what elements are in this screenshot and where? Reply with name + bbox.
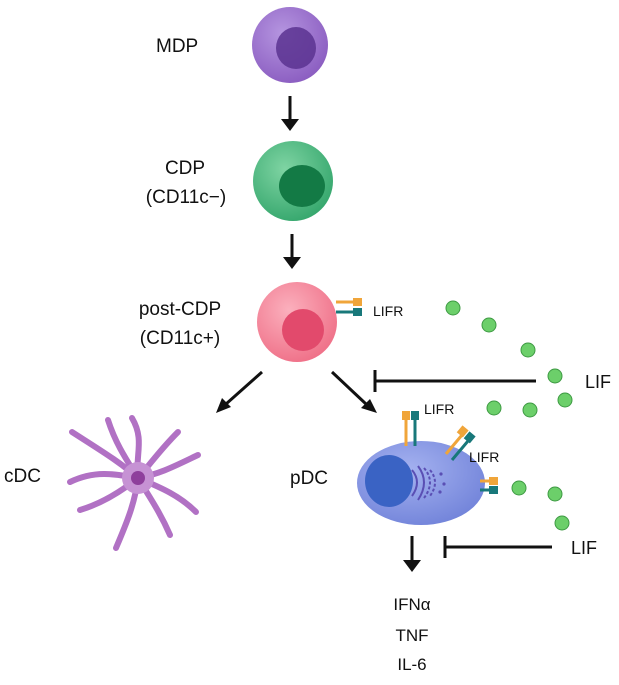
cdp-label-line2: (CD11c−)	[145, 187, 227, 208]
lif-label-bottom: LIF	[571, 538, 598, 558]
pdc-label: pDC	[290, 468, 329, 489]
cdc-label: cDC	[4, 466, 41, 487]
output-il6: IL-6	[397, 655, 427, 674]
output-tnf: TNF	[395, 626, 429, 645]
arrow-postcdp-to-pdc	[330, 370, 377, 413]
postcdp-label-line2: (CD11c+)	[139, 328, 221, 349]
lif-label-top: LIF	[585, 372, 612, 392]
output-ifn-alpha: IFNα	[393, 595, 431, 614]
lif-inhibits-pdc	[443, 536, 552, 558]
postcdp-cell	[257, 282, 337, 362]
pdc-lifr-top-label: LIFR	[424, 401, 455, 417]
arrow-pdc-to-cytokines	[403, 536, 421, 572]
arrow-cdp-to-postcdp	[283, 234, 301, 269]
cdp-label-line1: CDP	[164, 158, 206, 179]
cdp-cell	[253, 141, 333, 221]
lif-inhibits-postcdp	[373, 370, 536, 392]
lif-particles	[445, 300, 573, 531]
cdc-cell	[67, 415, 201, 551]
pdc-lifr-mid-label: LIFR	[469, 449, 500, 465]
arrow-mdp-to-cdp	[281, 96, 299, 131]
mdp-cell	[252, 7, 328, 83]
postcdp-lifr-label: LIFR	[373, 303, 404, 319]
pdc-lifr-receptor-mid	[444, 425, 476, 461]
postcdp-label-line1: post-CDP	[138, 299, 222, 320]
mdp-label: MDP	[156, 36, 199, 57]
pdc-lifr-receptor-right	[480, 477, 498, 494]
pdc-lifr-receptor-top	[402, 411, 419, 446]
arrow-postcdp-to-cdc	[216, 370, 263, 413]
pdc-cell	[357, 441, 485, 525]
postcdp-lifr-receptor	[336, 298, 362, 316]
